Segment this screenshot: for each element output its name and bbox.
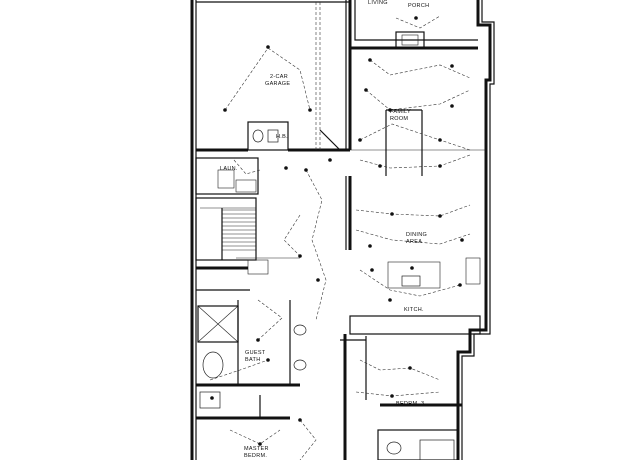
room-label-porch: PORCH [408,3,429,9]
wiring-runs [209,15,471,460]
stairs [195,197,300,275]
room-label-bedroom3: BEDRM. 3 [396,401,424,407]
interior-walls [195,2,486,460]
room-label-hb: H.B. [276,134,288,140]
room-label-living: LIVING [368,0,388,6]
electrical-fixtures [210,16,464,446]
room-label-laundry: LAUN. [220,166,238,172]
room-label-kitchen: KITCH. [404,307,424,313]
